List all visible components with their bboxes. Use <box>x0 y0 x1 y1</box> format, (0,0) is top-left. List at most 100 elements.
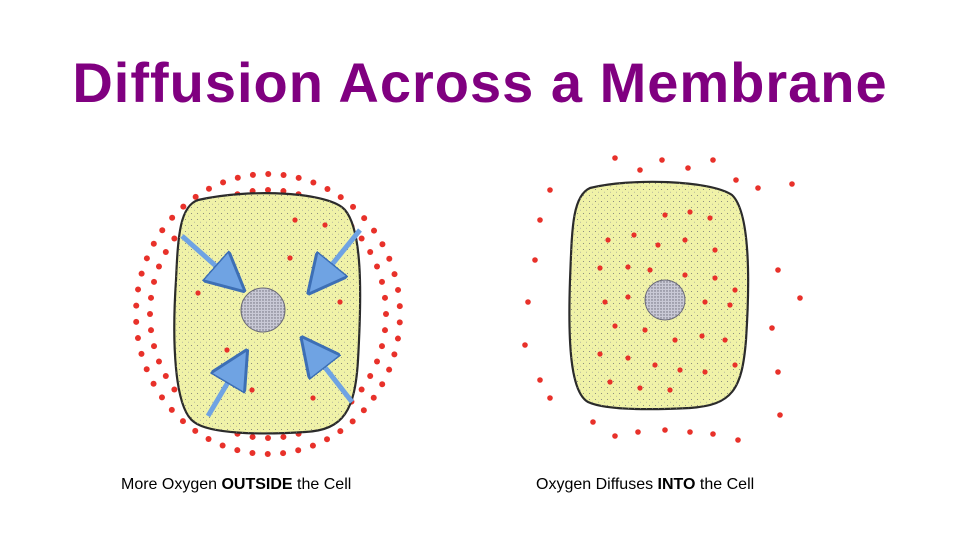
oxygen-dot <box>391 351 398 358</box>
oxygen-dot <box>143 366 150 373</box>
oxygen-dot <box>378 278 385 285</box>
oxygen-dot <box>612 323 618 329</box>
oxygen-dot <box>597 351 603 357</box>
oxygen-dot <box>685 165 691 171</box>
oxygen-dot <box>797 295 803 301</box>
caption-before-suffix: the Cell <box>292 476 352 493</box>
oxygen-dot <box>168 406 175 413</box>
caption-after-emphasis: INTO <box>657 476 696 493</box>
oxygen-dot <box>710 431 716 437</box>
oxygen-dot <box>547 395 553 401</box>
oxygen-dot <box>322 222 328 228</box>
oxygen-molecules-inside <box>195 217 343 401</box>
oxygen-dot <box>135 286 142 293</box>
nucleus <box>240 287 286 333</box>
oxygen-dot <box>712 247 718 253</box>
oxygen-dot <box>205 185 212 192</box>
oxygen-dot <box>151 278 158 285</box>
page-title: Diffusion Across a Membrane <box>72 51 888 114</box>
oxygen-dot <box>775 267 781 273</box>
oxygen-dot <box>625 355 631 361</box>
oxygen-dot <box>133 318 140 325</box>
oxygen-dot <box>143 255 150 262</box>
oxygen-dot <box>179 418 186 425</box>
oxygen-dot <box>162 373 169 379</box>
oxygen-dot <box>537 217 543 223</box>
cell-diagram-before <box>130 140 410 460</box>
oxygen-dot <box>394 335 401 342</box>
oxygen-dot <box>383 311 389 317</box>
oxygen-dot <box>625 294 631 300</box>
oxygen-dot <box>370 394 377 401</box>
oxygen-dot <box>667 387 673 393</box>
oxygen-dot <box>150 240 157 247</box>
oxygen-dot <box>280 433 287 440</box>
cell-svg-before <box>133 171 403 457</box>
oxygen-dot <box>358 235 365 242</box>
oxygen-dot <box>735 437 741 443</box>
oxygen-dot <box>642 327 648 333</box>
oxygen-molecules-outside <box>522 155 803 443</box>
oxygen-dot <box>379 381 386 388</box>
oxygen-dot <box>590 419 596 425</box>
oxygen-dot <box>192 427 199 434</box>
oxygen-dot <box>371 227 378 234</box>
oxygen-dot <box>547 187 553 193</box>
oxygen-dot <box>265 171 272 178</box>
oxygen-dot <box>280 171 287 178</box>
oxygen-dot <box>171 235 178 242</box>
oxygen-dot <box>395 286 402 293</box>
oxygen-dot <box>637 385 643 391</box>
oxygen-dot <box>607 379 613 385</box>
oxygen-dot <box>192 193 199 200</box>
oxygen-dot <box>378 343 385 350</box>
oxygen-dot <box>612 155 618 161</box>
oxygen-dot <box>159 227 166 234</box>
oxygen-dot <box>249 450 256 457</box>
caption-after-suffix: the Cell <box>695 476 755 493</box>
oxygen-dot <box>234 174 241 181</box>
oxygen-dot <box>677 367 683 373</box>
oxygen-dot <box>662 212 668 218</box>
oxygen-dot <box>349 418 356 425</box>
oxygen-dot <box>702 369 708 375</box>
oxygen-dot <box>337 299 343 305</box>
oxygen-dot <box>707 215 713 221</box>
oxygen-dot <box>655 242 661 248</box>
oxygen-dot <box>361 215 368 222</box>
oxygen-dot <box>219 442 226 449</box>
oxygen-dot <box>367 373 374 379</box>
oxygen-dot <box>138 350 145 357</box>
inward-arrow-icon <box>180 228 362 418</box>
oxygen-dot <box>374 263 381 270</box>
oxygen-dot <box>687 429 693 435</box>
oxygen-dot <box>295 447 302 454</box>
oxygen-dot <box>525 299 531 305</box>
oxygen-dot <box>155 358 162 365</box>
oxygen-dot <box>625 264 631 270</box>
oxygen-dot <box>280 450 287 457</box>
oxygen-dot <box>652 362 658 368</box>
oxygen-dot <box>769 325 775 331</box>
oxygen-dot <box>249 387 255 393</box>
oxygen-dot <box>537 377 543 383</box>
oxygen-dot <box>662 427 668 433</box>
oxygen-dot <box>789 181 795 187</box>
oxygen-dot <box>151 343 158 350</box>
oxygen-dot <box>150 380 157 387</box>
oxygen-dot <box>379 241 386 248</box>
oxygen-dot <box>138 270 145 277</box>
oxygen-dot <box>324 436 331 443</box>
oxygen-dot <box>148 327 155 334</box>
oxygen-dot <box>133 302 140 309</box>
oxygen-dot <box>309 442 316 449</box>
oxygen-dot <box>324 186 331 193</box>
oxygen-dot <box>732 362 738 368</box>
oxygen-dot <box>612 433 618 439</box>
oxygen-dot <box>264 450 271 457</box>
oxygen-dot <box>205 435 212 442</box>
oxygen-dot <box>249 433 256 440</box>
oxygen-dot <box>162 249 169 255</box>
oxygen-dot <box>659 157 665 163</box>
oxygen-dot <box>310 395 316 401</box>
